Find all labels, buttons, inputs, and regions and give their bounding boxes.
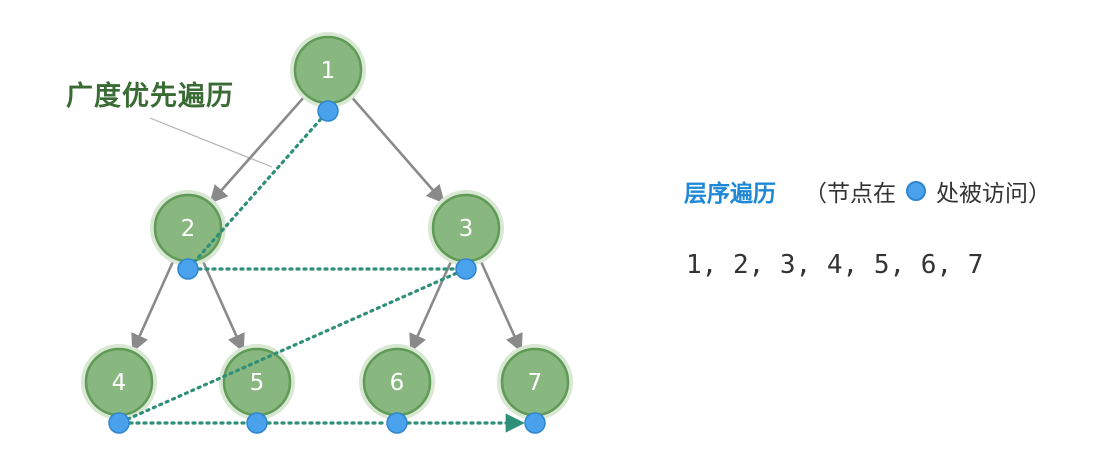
tree-node-5: 5: [219, 344, 295, 420]
node-label: 3: [459, 216, 474, 242]
tree-node-4: 4: [81, 344, 157, 420]
edge-1-3: [348, 93, 445, 204]
traversal-sequence: 1, 2, 3, 4, 5, 6, 7: [686, 250, 984, 280]
tree-node-6: 6: [359, 344, 435, 420]
blue-dot-icon: [906, 181, 926, 201]
visit-dot-3: [455, 258, 477, 280]
legend-title: 层序遍历: [684, 181, 776, 207]
tree-node-7: 7: [497, 344, 573, 420]
annotation-leader-line: [149, 117, 273, 168]
annotation-label: 广度优先遍历: [66, 81, 234, 112]
visit-dot-5: [246, 412, 268, 434]
edge-3-6: [409, 257, 454, 353]
node-label: 6: [390, 370, 405, 396]
visit-dot-4: [108, 412, 130, 434]
visit-dot-6: [386, 412, 408, 434]
tree-node-1: 1: [290, 32, 366, 108]
visit-dots-layer: [108, 100, 546, 434]
visit-dot-1: [317, 100, 339, 122]
edges-layer: [131, 93, 523, 353]
tree-node-2: 2: [150, 190, 226, 266]
edge-2-5: [200, 257, 245, 353]
edge-2-4: [131, 257, 176, 353]
legend-text-open: （节点在: [804, 181, 896, 207]
node-label: 4: [112, 370, 127, 396]
legend-text-close: 处被访问）: [936, 181, 1051, 207]
node-label: 5: [250, 370, 265, 396]
visit-dot-7: [524, 412, 546, 434]
legend: 层序遍历 （节点在 处被访问）: [684, 174, 1051, 208]
traversal-path-layer: [127, 117, 525, 433]
edge-3-7: [478, 257, 523, 353]
node-label: 7: [528, 370, 543, 396]
tree-node-3: 3: [428, 190, 504, 266]
visit-dot-2: [177, 258, 199, 280]
node-label: 1: [321, 58, 336, 84]
path-segment-1-2: [193, 117, 323, 263]
node-label: 2: [181, 216, 196, 242]
edge-1-2: [209, 93, 308, 204]
